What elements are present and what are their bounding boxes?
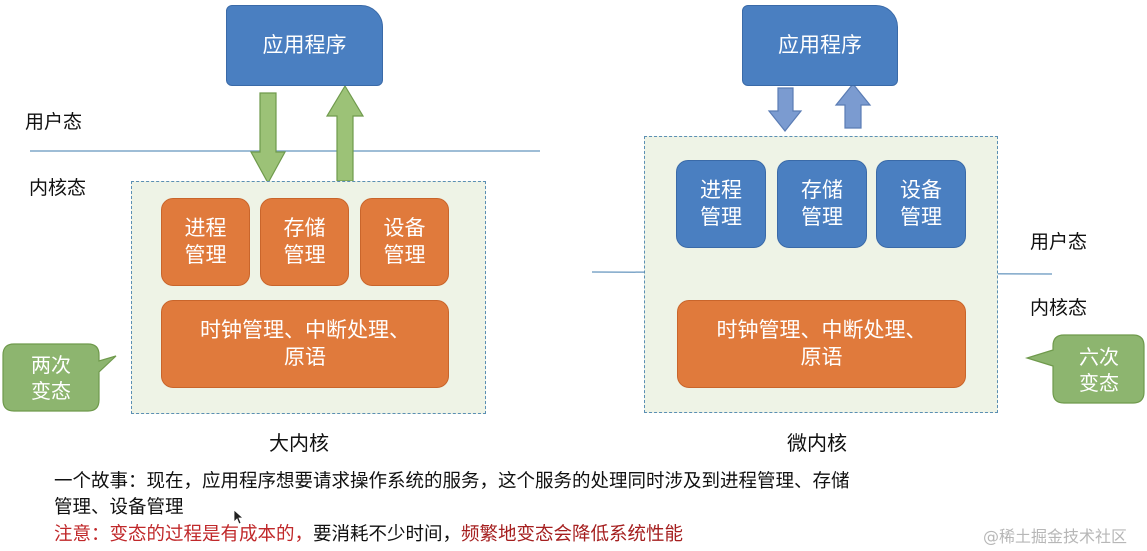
left-user-mode-label: 用户态 bbox=[25, 111, 83, 133]
left-process-module-label: 进程 管理 bbox=[184, 216, 227, 267]
right-device-module: 设备 管理 bbox=[876, 160, 966, 248]
right-user-mode-label: 用户态 bbox=[1030, 231, 1088, 253]
story-note-middle: 要消耗不少时间， bbox=[313, 524, 462, 545]
right-storage-module-label: 存储 管理 bbox=[801, 178, 843, 229]
left-app-label: 应用程序 bbox=[262, 33, 347, 57]
left-storage-module: 存储 管理 bbox=[260, 198, 349, 286]
left-device-module: 设备 管理 bbox=[360, 198, 449, 286]
right-storage-module: 存储 管理 bbox=[777, 160, 867, 248]
left-core-module-label: 时钟管理、中断处理、 原语 bbox=[200, 318, 410, 369]
watermark: @稀土掘金技术社区 bbox=[983, 527, 1128, 546]
story-line-2: 管理、设备管理 bbox=[54, 497, 184, 518]
left-callout-bubble bbox=[2, 343, 117, 412]
right-caption: 微内核 bbox=[787, 431, 847, 455]
story-line-1: 一个故事：现在，应用程序想要请求操作系统的服务，这个服务的处理同时涉及到进程管理… bbox=[54, 471, 850, 492]
left-down-arrow bbox=[249, 92, 287, 185]
right-process-module: 进程 管理 bbox=[676, 160, 766, 248]
right-top-down-arrow bbox=[767, 87, 803, 132]
right-process-module-label: 进程 管理 bbox=[700, 178, 742, 229]
right-app-box: 应用程序 bbox=[742, 5, 898, 86]
story-note-prefix: 注意：变态的过程是有成本的， bbox=[54, 524, 314, 545]
right-device-module-label: 设备 管理 bbox=[900, 178, 942, 229]
left-device-module-label: 设备 管理 bbox=[383, 216, 426, 267]
left-callout-text: 两次 变态 bbox=[31, 353, 71, 403]
mouse-cursor-icon bbox=[233, 509, 245, 525]
right-top-up-arrow bbox=[834, 83, 872, 129]
left-caption: 大内核 bbox=[269, 431, 329, 455]
left-core-module: 时钟管理、中断处理、 原语 bbox=[161, 300, 449, 388]
right-core-module-label: 时钟管理、中断处理、 原语 bbox=[716, 318, 927, 369]
left-up-arrow bbox=[325, 84, 365, 182]
left-storage-module-label: 存储 管理 bbox=[283, 216, 326, 267]
right-callout-text: 六次 变态 bbox=[1079, 344, 1119, 395]
story-note-suffix: 频繁地变态会降低系统性能 bbox=[461, 524, 684, 545]
left-kernel-mode-label: 内核态 bbox=[29, 177, 87, 199]
right-app-label: 应用程序 bbox=[778, 33, 862, 57]
right-callout-bubble bbox=[1024, 334, 1145, 404]
story-note: 注意：变态的过程是有成本的，要消耗不少时间，频繁地变态会降低系统性能 bbox=[54, 522, 683, 547]
left-app-box: 应用程序 bbox=[226, 5, 383, 86]
left-process-module: 进程 管理 bbox=[161, 198, 250, 286]
right-core-module: 时钟管理、中断处理、 原语 bbox=[677, 300, 966, 388]
right-kernel-mode-label: 内核态 bbox=[1030, 297, 1088, 319]
